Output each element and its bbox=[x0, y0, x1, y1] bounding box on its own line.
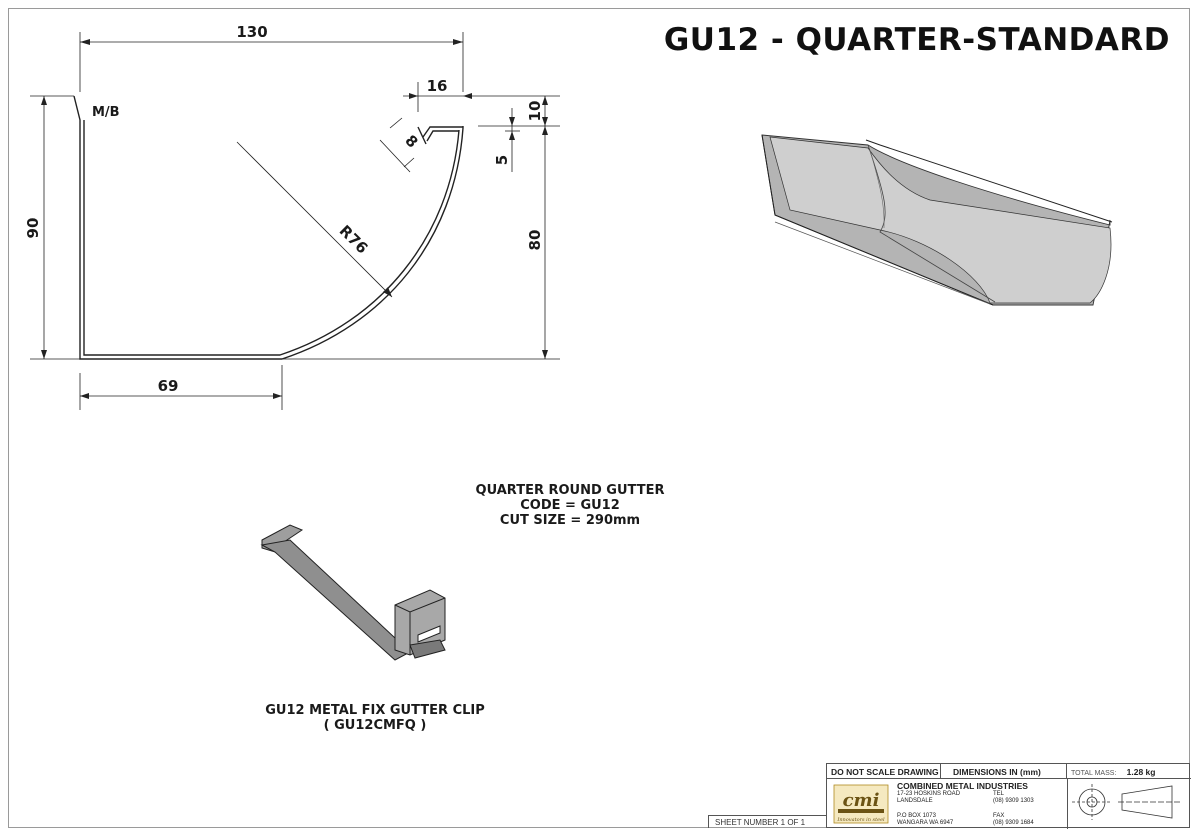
dimension-arrows bbox=[41, 39, 548, 399]
drawing-title: GU12 - QUARTER-STANDARD bbox=[663, 22, 1170, 58]
total-mass-label: TOTAL MASS: bbox=[1071, 770, 1117, 777]
gutter-clip-view bbox=[260, 524, 446, 661]
notes-line3: CUT SIZE = 290mm bbox=[499, 513, 641, 528]
notes-line2: CODE = GU12 bbox=[520, 498, 620, 513]
sheet-number: SHEET NUMBER 1 OF 1 bbox=[708, 815, 826, 828]
dim-16-label: 16 bbox=[427, 77, 448, 95]
title-block: DO NOT SCALE DRAWING DIMENSIONS IN (mm) … bbox=[826, 763, 1191, 829]
dim-130-label: 130 bbox=[236, 23, 267, 41]
gutter-3d-view bbox=[761, 134, 1113, 306]
total-mass-value: 1.28 kg bbox=[1126, 767, 1156, 777]
svg-text:Innovators in steel: Innovators in steel bbox=[836, 817, 885, 823]
do-not-scale-note: DO NOT SCALE DRAWING bbox=[827, 764, 941, 779]
svg-text:cmi: cmi bbox=[843, 790, 880, 811]
fax-value: (08) 9309 1684 bbox=[993, 820, 1034, 826]
projection-symbol bbox=[1072, 784, 1180, 820]
dim-90-label: 90 bbox=[24, 218, 42, 239]
company-address2: LANDSDALE bbox=[897, 798, 933, 804]
po-city: WANGARA WA 6947 bbox=[897, 820, 954, 826]
po-box: P.O BOX 1073 bbox=[897, 813, 936, 819]
dim-8-label: 8 bbox=[401, 131, 421, 151]
dim-10-label: 10 bbox=[526, 101, 544, 122]
dim-69-label: 69 bbox=[158, 377, 179, 395]
gutter-notes: QUARTER ROUND GUTTER CODE = GU12 CUT SIZ… bbox=[430, 483, 710, 528]
title-block-divider bbox=[1067, 779, 1068, 829]
clip-caption-line1: GU12 METAL FIX GUTTER CLIP bbox=[265, 703, 485, 718]
back-label: M/B bbox=[92, 105, 120, 120]
company-address1: 17-23 HOSKINS ROAD bbox=[897, 791, 961, 797]
tel-value: (08) 9309 1303 bbox=[993, 798, 1034, 804]
fax-label: FAX bbox=[993, 813, 1005, 819]
cmi-logo: cmi Innovators in steel bbox=[833, 784, 889, 824]
dim-80-label: 80 bbox=[526, 230, 544, 251]
total-mass: TOTAL MASS: 1.28 kg bbox=[1067, 764, 1191, 779]
company-name: COMBINED METAL INDUSTRIES bbox=[897, 781, 1028, 791]
gutter-profile bbox=[73, 95, 464, 360]
notes-line1: QUARTER ROUND GUTTER bbox=[475, 483, 665, 498]
dimension-lines bbox=[30, 32, 560, 410]
clip-caption: GU12 METAL FIX GUTTER CLIP ( GU12CMFQ ) bbox=[230, 703, 520, 733]
dim-5-label: 5 bbox=[493, 155, 511, 165]
dimensions-unit-note: DIMENSIONS IN (mm) bbox=[941, 764, 1067, 779]
drawing-frame bbox=[8, 8, 1190, 828]
tel-label: TEL bbox=[993, 791, 1005, 797]
dim-radius-label: R76 bbox=[336, 222, 372, 258]
clip-caption-line2: ( GU12CMFQ ) bbox=[323, 718, 427, 733]
